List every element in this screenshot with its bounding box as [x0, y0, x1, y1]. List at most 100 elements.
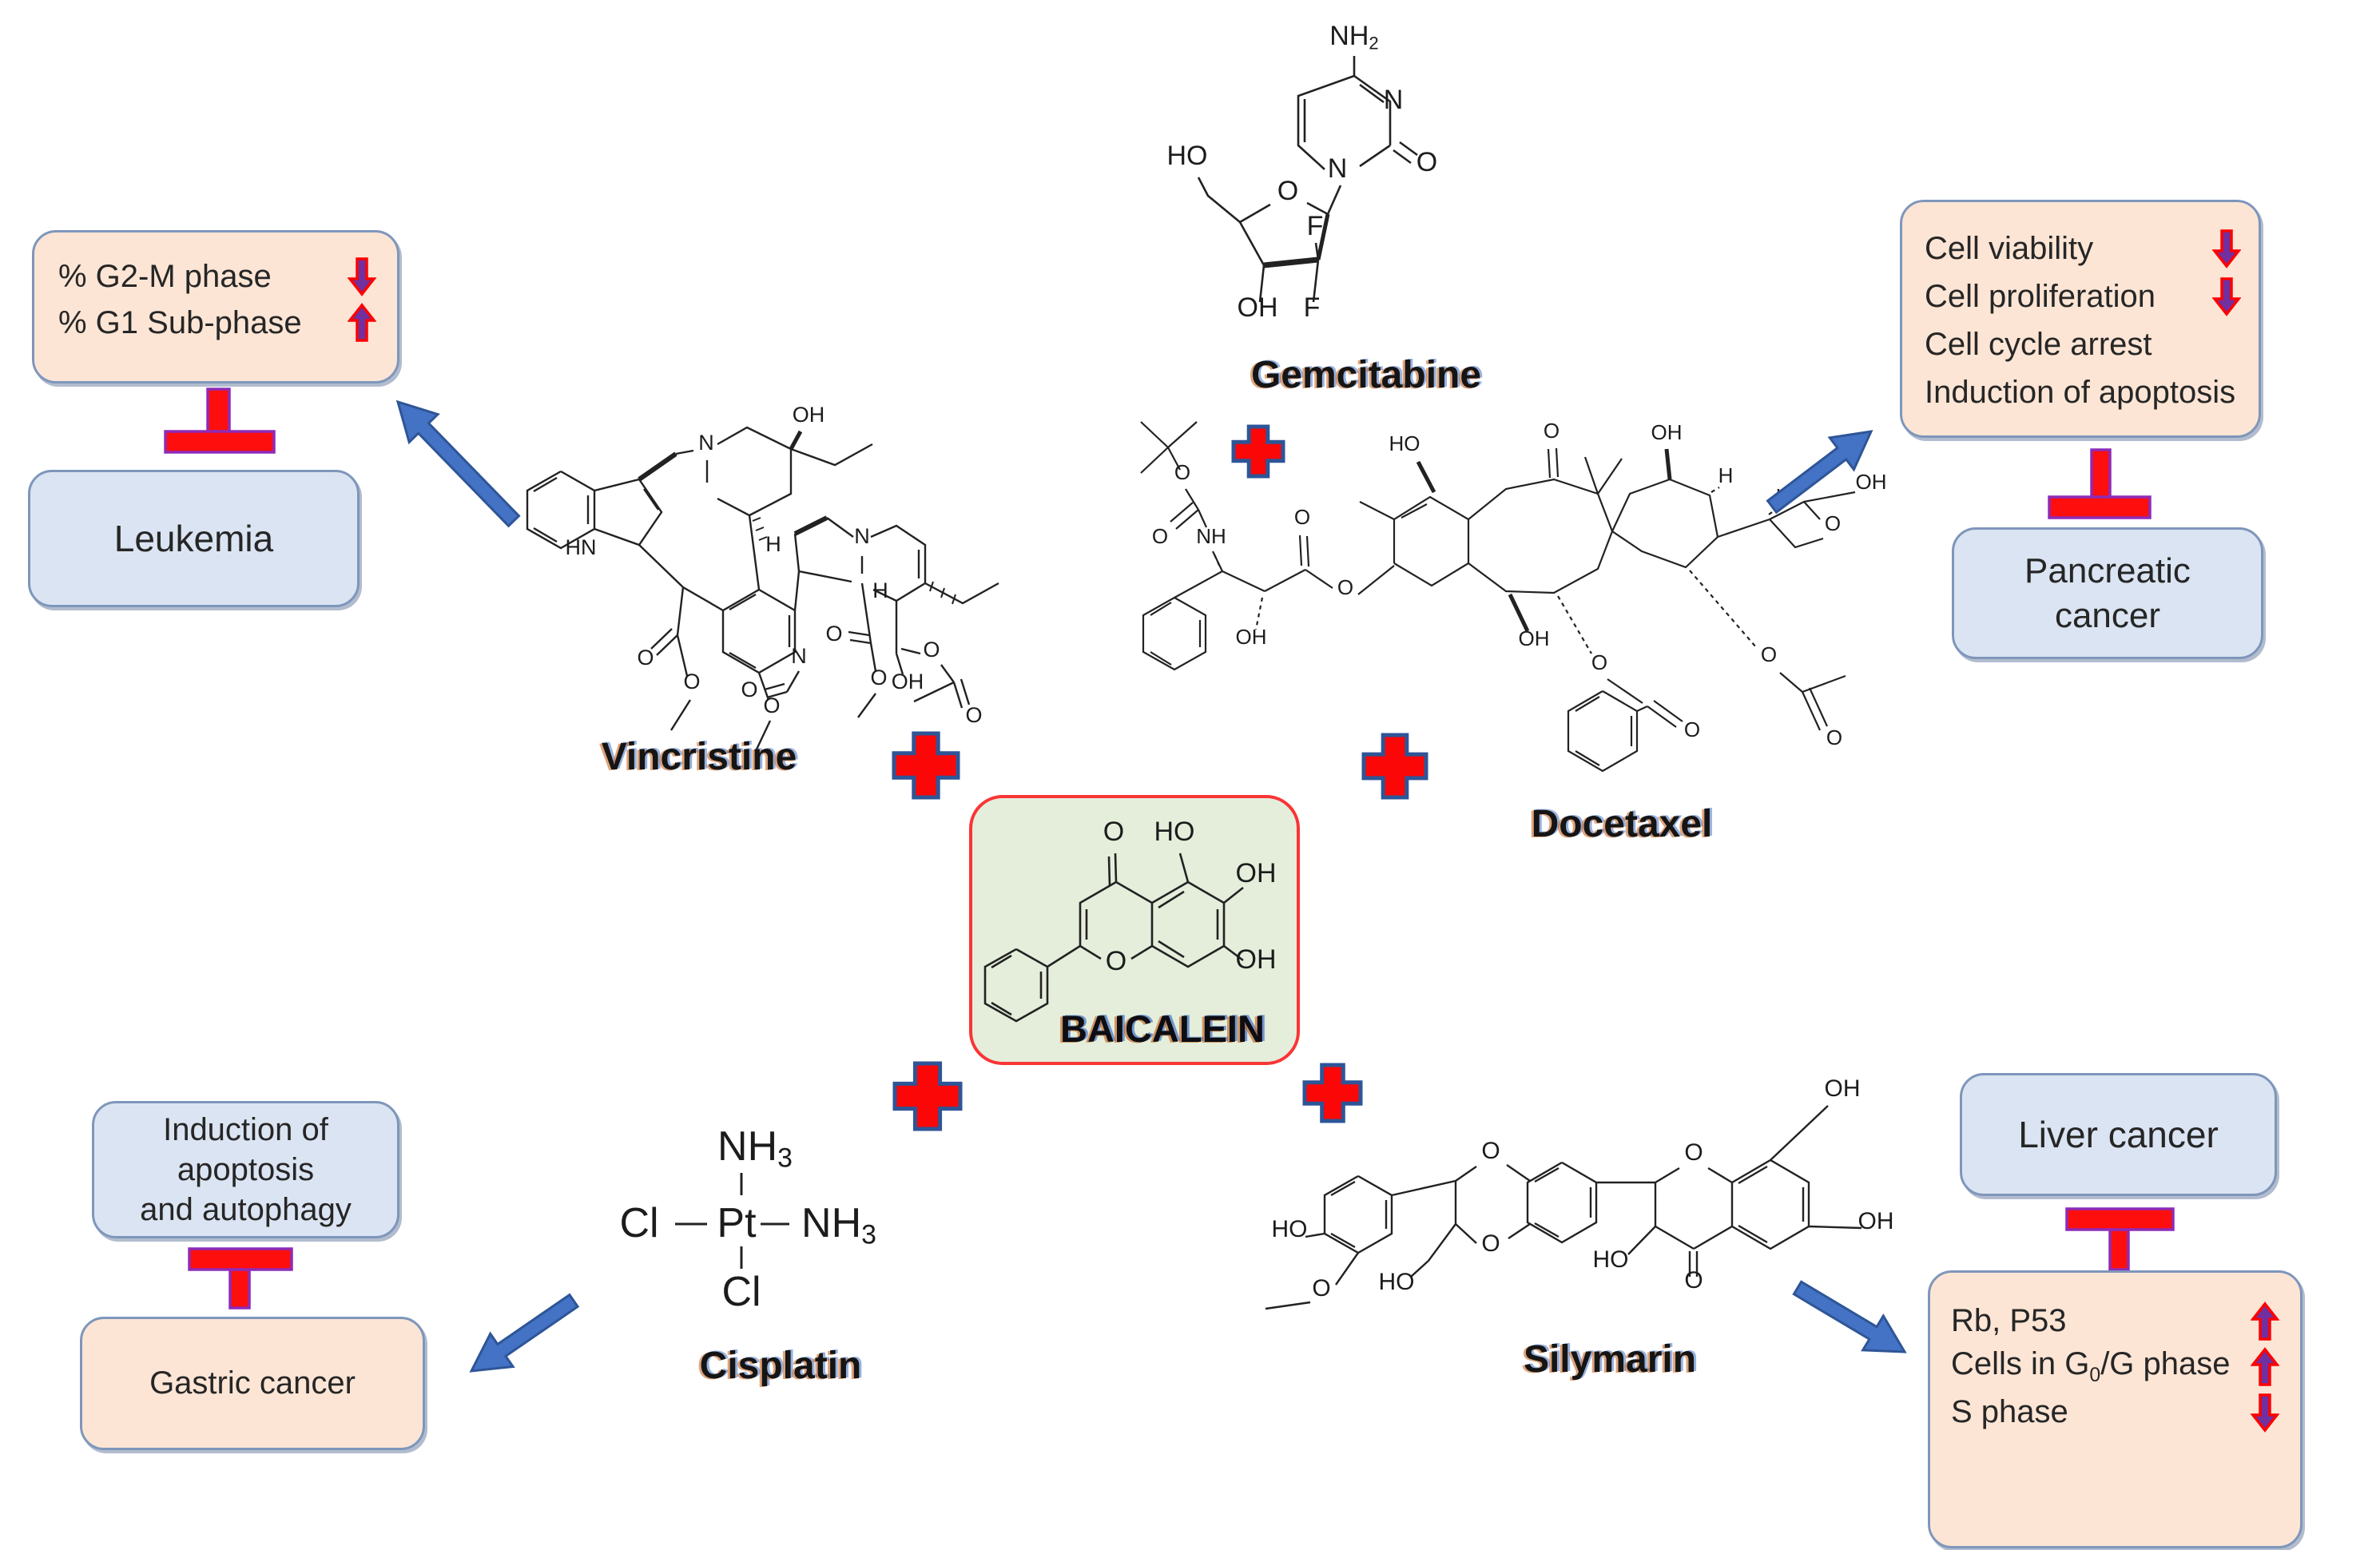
atom-label: O [1152, 524, 1168, 548]
atom-label: O [1416, 147, 1437, 177]
effect-text: S phase [1951, 1394, 2068, 1429]
combination-plus-icon [892, 731, 960, 800]
box-line: and autophagy [140, 1192, 352, 1227]
atom-label: O [1684, 717, 1700, 741]
box-line: cancer [2054, 595, 2161, 635]
inhibition-tbar-icon [228, 1268, 251, 1310]
activation-arrow-icon [1766, 430, 1873, 515]
effect-row: % G2-M phase [58, 253, 376, 300]
atom-label: HN [566, 535, 597, 559]
atom-label: O [923, 638, 940, 662]
effect-text: Induction of apoptosis [1925, 374, 2236, 410]
atom-label: O [870, 666, 887, 690]
effect-text: Cells in G0/G phase [1951, 1346, 2231, 1386]
inhibition-tbar-icon [2090, 448, 2112, 501]
atom-label: O [1684, 1267, 1703, 1294]
baicalein-label: BAICALEIN [1060, 1008, 1265, 1050]
docetaxel-structure: OONHOOOHHOOOHHHOOHOHOOOO [1140, 419, 1887, 773]
gastric-cancer-label: Gastric cancer [149, 1365, 356, 1401]
atom-label: NH3 [801, 1200, 876, 1250]
atom-label: HO [1272, 1216, 1308, 1242]
atom-label: NH3 [717, 1123, 793, 1173]
atom-label: OH [793, 403, 825, 427]
combination-plus-icon [892, 1061, 963, 1131]
combination-plus-icon [1361, 733, 1428, 800]
atom-label: O [1106, 946, 1126, 976]
combination-plus-icon [1302, 1063, 1363, 1123]
atom-label: NH [1196, 524, 1226, 548]
atom-label: O [825, 622, 842, 646]
activation-arrow-icon [395, 399, 521, 528]
effect-row: Cells in G0/G phase [1951, 1344, 2279, 1389]
box-line: Induction of [163, 1112, 328, 1147]
effect-row: Cell proliferation [1925, 272, 2241, 320]
effect-row: S phase [1951, 1389, 2279, 1435]
effect-row: % G1 Sub-phase [58, 300, 376, 346]
atom-label: HO [1379, 1269, 1415, 1295]
inhibition-tbar-icon [188, 1247, 293, 1271]
vincristine-label: Vincristine [601, 736, 797, 778]
effect-row: Cell cycle arrest [1925, 320, 2241, 368]
box-line: apoptosis [177, 1152, 315, 1187]
activation-arrow-icon [1792, 1280, 1907, 1353]
effect-text: Rb, P53 [1951, 1303, 2067, 1338]
atom-label: N [698, 431, 714, 455]
effect-text: Cell cycle arrest [1925, 326, 2152, 362]
liver-cancer-label: Liver cancer [2018, 1114, 2219, 1155]
atom-label: O [1761, 642, 1777, 666]
atom-label: O [1826, 725, 1842, 749]
atom-label: HO [1154, 817, 1195, 847]
atom-label: NH2 [1329, 21, 1378, 54]
atom-label: O [683, 670, 700, 694]
atom-label: O [1481, 1138, 1500, 1164]
atom-label: HO [1167, 141, 1208, 171]
effect-row: Rb, P53 [1951, 1298, 2279, 1344]
atom-label: O [965, 703, 982, 727]
atom-label: O [637, 646, 654, 670]
atom-label: O [1684, 1139, 1703, 1166]
effect-row: Cell viability [1925, 225, 2241, 272]
atom-label: O [1103, 817, 1124, 847]
gemcitabine-label: Gemcitabine [1250, 354, 1482, 396]
atom-label: HO [1389, 431, 1420, 455]
atom-label: O [1294, 505, 1310, 529]
inhibition-tbar-icon [2108, 1228, 2130, 1271]
baicalein-box: BAICALEIN [969, 795, 1300, 1065]
effect-text: % G2-M phase [58, 258, 272, 294]
gastric-cancer-box: Gastric cancer [80, 1317, 425, 1450]
activation-arrow-icon [469, 1293, 580, 1373]
atom-label: OH [1519, 626, 1550, 650]
atom-label: OH [1236, 858, 1277, 888]
inhibition-tbar-icon [206, 388, 231, 435]
atom-label: O [1825, 511, 1841, 535]
atom-label: OH [1236, 625, 1267, 649]
atom-label: Pt [717, 1200, 757, 1246]
atom-label: N [791, 644, 807, 668]
atom-label: H [765, 532, 781, 556]
atom-label: OH [1858, 1208, 1894, 1234]
down-arrow-icon [2212, 276, 2241, 316]
atom-label: OH [892, 670, 924, 694]
atom-label: O [1481, 1230, 1500, 1257]
atom-label: Cl [721, 1269, 761, 1315]
atom-label: O [1591, 650, 1607, 674]
inhibition-tbar-icon [2065, 1207, 2175, 1231]
atom-label: Cl [619, 1200, 658, 1246]
effect-text: Cell proliferation [1925, 278, 2156, 314]
atom-label: OH [1856, 470, 1887, 494]
leukemia-effects-box: % G2-M phase % G1 Sub-phase [32, 230, 399, 384]
docetaxel-label: Docetaxel [1531, 803, 1713, 845]
atom-label: OH [1825, 1075, 1861, 1102]
up-arrow-icon [2251, 1301, 2279, 1341]
atom-label: H [872, 578, 888, 602]
silymarin-label: Silymarin [1523, 1338, 1697, 1381]
effect-text: Cell viability [1925, 230, 2094, 266]
atom-label: OH [1238, 292, 1278, 323]
apoptosis-autophagy-box: Induction of apoptosis and autophagy [92, 1101, 399, 1238]
atom-label: O [741, 678, 757, 701]
